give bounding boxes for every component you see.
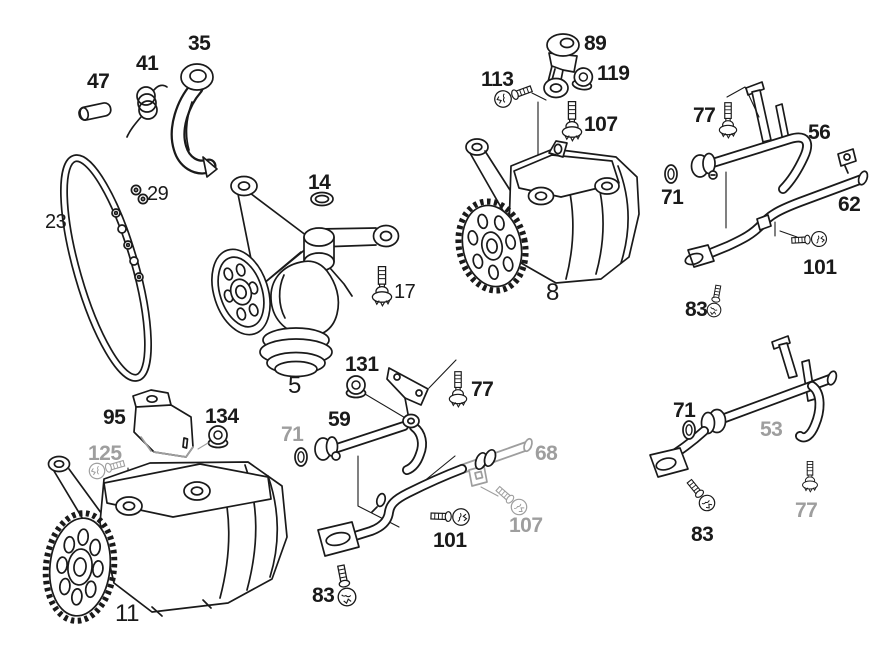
drive-chain-23 <box>59 154 153 382</box>
o-ring-71-middle <box>294 447 308 467</box>
screw-83-middle <box>331 563 358 608</box>
screw-113 <box>491 80 535 111</box>
leader-101-right <box>774 221 798 238</box>
screw-107-middle <box>492 482 531 519</box>
oil-pump-8 <box>455 138 640 294</box>
oil-pump-5 <box>211 175 400 378</box>
leader-77-56 <box>725 86 760 229</box>
tensioner-rail-35 <box>170 63 218 178</box>
oil-pump-11 <box>42 455 288 624</box>
screw-101-middle <box>430 507 471 527</box>
leader-134 <box>197 442 209 450</box>
oil-pipe-53 <box>649 335 838 478</box>
screw-17 <box>371 265 393 307</box>
bracket-95 <box>132 389 194 458</box>
oil-pipe-62 <box>684 148 869 268</box>
oil-pipe-68 <box>457 437 533 497</box>
oil-pipe-68-lower-section <box>317 448 497 557</box>
pump-11-sprocket <box>42 510 118 624</box>
pump-5-pickup-bell <box>259 327 333 378</box>
leader-113 <box>531 92 547 162</box>
pin-47 <box>78 102 112 121</box>
chain-links-detail <box>111 208 144 282</box>
oil-pipe-56 <box>690 81 813 194</box>
tensioner-spring-41 <box>126 84 168 138</box>
grommet-131 <box>345 375 367 399</box>
screw-83-bottom <box>682 475 719 515</box>
screw-107-top <box>561 100 583 142</box>
bracket-89 <box>543 33 580 99</box>
seal-ring-14 <box>310 191 334 207</box>
oil-pipe-59 <box>314 367 429 475</box>
pump-8-sprocket <box>455 198 529 294</box>
screw-83-right <box>705 283 726 319</box>
leader-middle <box>357 359 457 528</box>
o-ring-71-bottom <box>682 420 696 440</box>
screw-77-top <box>718 102 738 139</box>
screw-77-middle <box>448 371 468 408</box>
o-ring-71-right <box>664 164 678 184</box>
grommet-134 <box>207 425 229 449</box>
chain-link-29 <box>130 184 149 205</box>
screw-77-bottom <box>802 460 818 493</box>
screw-101-right <box>790 230 828 249</box>
pump-5-flange-disc <box>211 248 271 336</box>
